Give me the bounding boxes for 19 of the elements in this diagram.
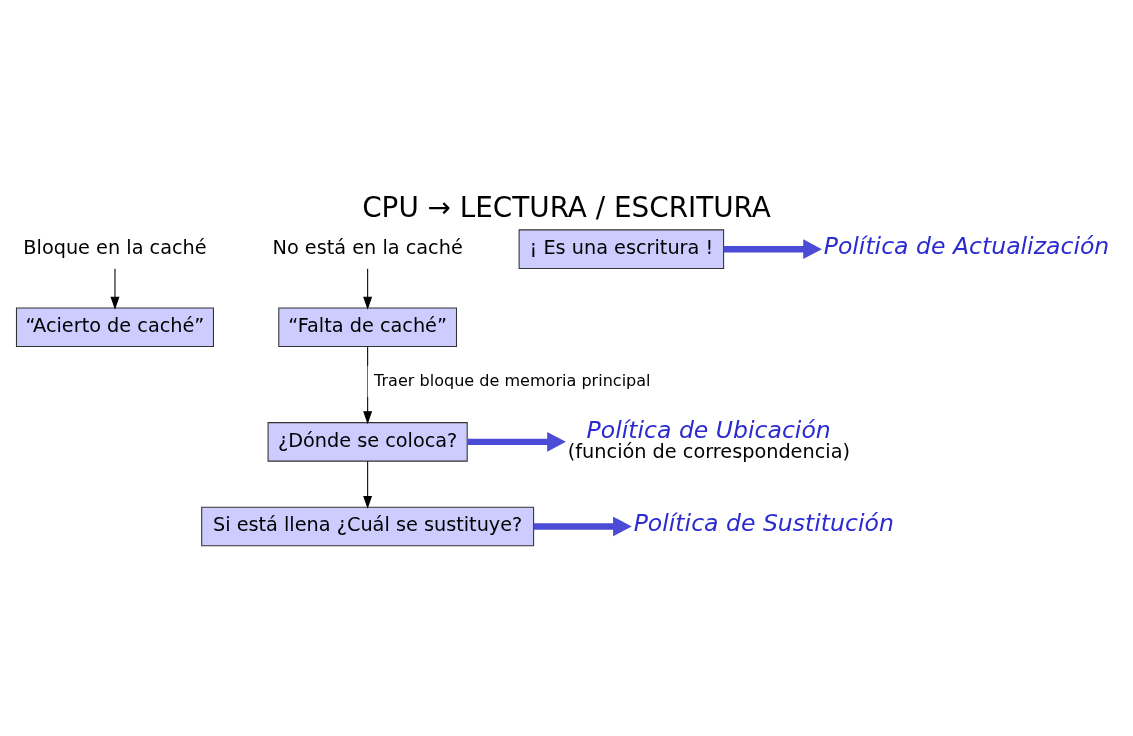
node-text: No está en la caché <box>272 235 463 259</box>
node-box: “Acierto de caché” <box>15 307 214 348</box>
node-box: Si está llena ¿Cuál se sustituye? <box>201 506 535 547</box>
arrow <box>363 268 373 310</box>
arrow <box>363 346 373 425</box>
arrow <box>363 460 373 509</box>
node-box: ¡ Es una escritura ! <box>518 229 725 269</box>
node-text: Política de Sustitución <box>633 509 894 538</box>
node-text: Política de Actualización <box>823 232 1110 261</box>
arrow <box>467 432 566 452</box>
node-text: Bloque en la caché <box>23 235 207 259</box>
arrow <box>533 516 632 537</box>
node-box: ¿Dónde se coloca? <box>267 422 468 462</box>
edge-label: Traer bloque de memoria principal <box>374 370 651 390</box>
arrow <box>110 268 120 310</box>
diagram-title: CPU → LECTURA / ESCRITURA <box>362 190 771 224</box>
node-label: (función de correspondencia) <box>567 440 850 464</box>
node-box: “Falta de caché” <box>278 307 458 348</box>
arrow <box>723 239 822 259</box>
